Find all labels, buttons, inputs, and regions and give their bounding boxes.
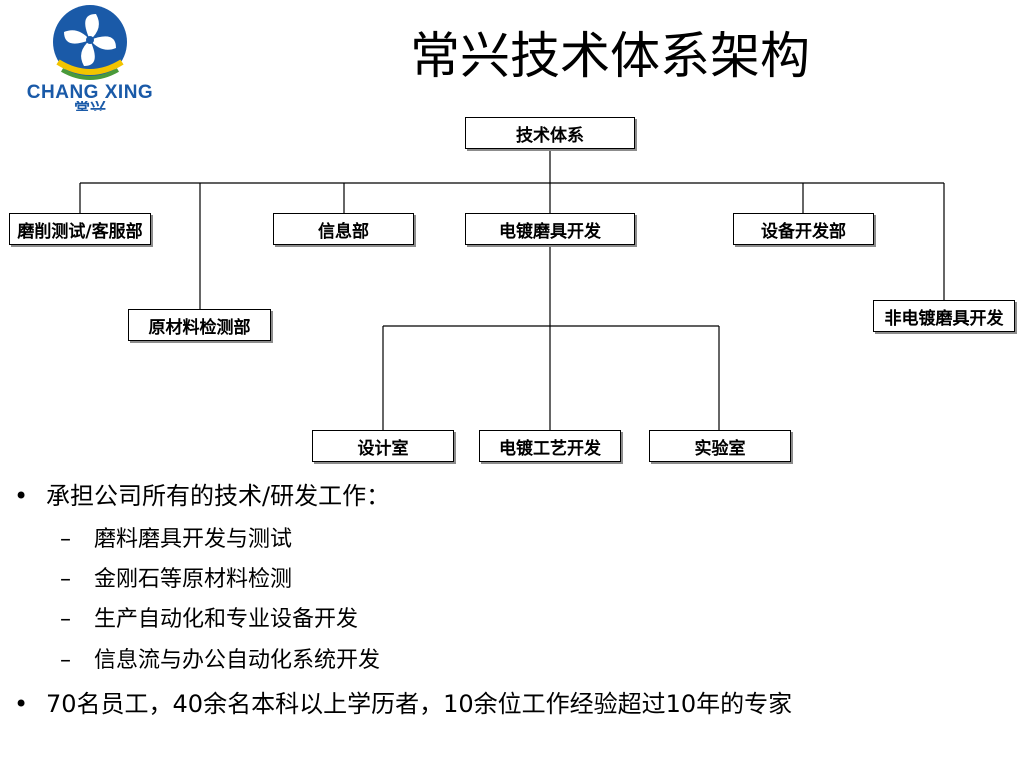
org-node-electroplated-tools: 电镀磨具开发: [465, 213, 635, 245]
org-node-non-electroplated-tools: 非电镀磨具开发: [873, 300, 1015, 332]
sub-bullet-text: 磨料磨具开发与测试: [94, 527, 293, 552]
sub-bullet-item: –信息流与办公自动化系统开发: [60, 646, 380, 676]
bullet-marker: •: [14, 690, 29, 718]
org-node-grinding-test-service: 磨削测试/客服部: [9, 213, 151, 245]
bullet-marker: •: [14, 482, 29, 510]
sub-bullet-marker: –: [60, 567, 71, 592]
sub-bullet-item: –磨料磨具开发与测试: [60, 525, 292, 555]
sub-bullet-text: 金刚石等原材料检测: [94, 567, 293, 592]
sub-bullet-marker: –: [60, 607, 71, 632]
slide-title: 常兴技术体系架构: [410, 27, 810, 85]
pinwheel-logo-icon: [53, 5, 127, 80]
bullet-item: • 承担公司所有的技术/研发工作：: [14, 480, 390, 512]
sub-bullet-text: 生产自动化和专业设备开发: [94, 607, 359, 632]
org-node-plating-process: 电镀工艺开发: [479, 430, 621, 462]
logo-text: CHANG XING: [26, 82, 154, 103]
sub-bullet-item: –金刚石等原材料检测: [60, 565, 292, 595]
company-logo: CHANG XING 常兴: [6, 4, 174, 111]
org-node-information: 信息部: [273, 213, 414, 245]
logo-subtext: 常兴: [73, 101, 106, 111]
bullet-text: 承担公司所有的技术/研发工作：: [46, 482, 391, 510]
org-node-design-room: 设计室: [312, 430, 454, 462]
sub-bullet-marker: –: [60, 527, 71, 552]
sub-bullet-text: 信息流与办公自动化系统开发: [94, 648, 381, 673]
org-node-raw-material-inspection: 原材料检测部: [128, 309, 271, 341]
sub-bullet-marker: –: [60, 648, 71, 673]
org-node-equipment-development: 设备开发部: [733, 213, 874, 245]
bullet-item: • 70名员工，40余名本科以上学历者，10余位工作经验超过10年的专家: [14, 688, 792, 720]
bullet-text: 70名员工，40余名本科以上学历者，10余位工作经验超过10年的专家: [46, 690, 793, 718]
org-node-laboratory: 实验室: [649, 430, 791, 462]
sub-bullet-item: –生产自动化和专业设备开发: [60, 605, 358, 635]
org-chart-connectors: [79, 151, 945, 430]
org-node-root: 技术体系: [465, 117, 635, 149]
org-chart: 技术体系 磨削测试/客服部 原材料检测部 信息部 电镀磨具开发 设备开发部 非电…: [9, 117, 1015, 462]
